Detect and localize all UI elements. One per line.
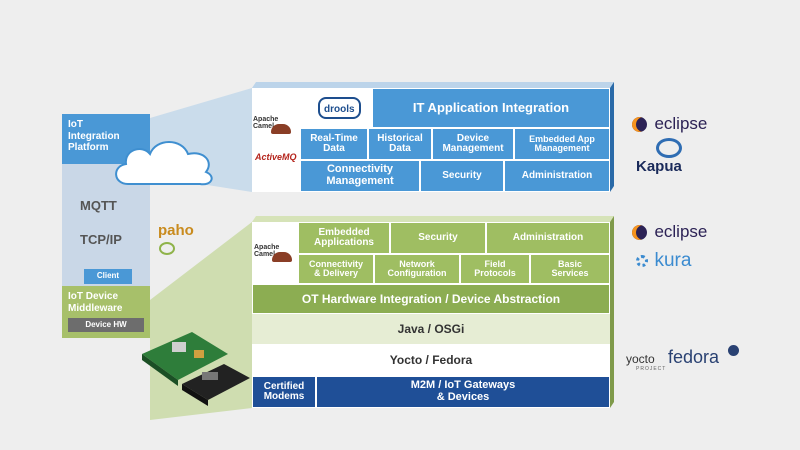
device-camel-icon xyxy=(272,252,292,262)
camel-logo-top: Apache Camel xyxy=(253,116,299,140)
kapua-label: Kapua xyxy=(636,158,682,175)
eclipse-label-bottom: eclipse xyxy=(654,222,708,241)
device-block-side xyxy=(610,216,614,408)
cloud-security: Security xyxy=(420,160,504,192)
device-block-top xyxy=(252,216,614,222)
ot-hardware-integration: OT Hardware Integration / Device Abstrac… xyxy=(252,284,610,314)
device-camel-logo-text: Apache Camel xyxy=(254,244,280,258)
m2m-gateways-devices: M2M / IoT Gateways & Devices xyxy=(316,376,610,408)
yocto-sub-label: PROJECT xyxy=(636,366,667,372)
kura-logo: kura xyxy=(636,250,716,274)
fedora-logo: fedora xyxy=(668,345,748,371)
paho-label: paho xyxy=(158,222,194,239)
eclipse-label-top: eclipse xyxy=(654,114,708,133)
cloud-logo-area xyxy=(252,88,300,192)
eclipse-logo-bottom: eclipse xyxy=(632,222,722,242)
cloud-administration: Administration xyxy=(504,160,610,192)
kura-gear-icon xyxy=(636,255,648,267)
yocto-label: yocto xyxy=(626,352,655,366)
device-boards-image xyxy=(142,332,250,406)
java-osgi-layer: Java / OSGi xyxy=(252,314,610,344)
fedora-label: fedora xyxy=(668,347,720,367)
cloud-block-side xyxy=(610,82,614,192)
middleware-label: IoT Device Middleware xyxy=(68,291,123,314)
kapua-logo: Kapua xyxy=(634,138,714,178)
device-security: Security xyxy=(390,222,486,254)
real-time-data: Real-Time Data xyxy=(300,128,368,160)
connectivity-management: Connectivity Management xyxy=(300,160,420,192)
tcpip-label: TCP/IP xyxy=(80,232,122,247)
connectivity-delivery: Connectivity & Delivery xyxy=(298,254,374,284)
kura-label: kura xyxy=(654,250,692,271)
eclipse-icon-bottom xyxy=(632,224,647,240)
field-protocols: Field Protocols xyxy=(460,254,530,284)
drools-label: drools xyxy=(324,104,355,115)
fedora-icon xyxy=(728,345,739,356)
device-logo-area: Apache Camel xyxy=(252,222,298,284)
drools-logo: drools xyxy=(318,97,361,119)
certified-modems: Certified Modems xyxy=(252,376,316,408)
activemq-logo: ActiveMQ xyxy=(255,152,297,162)
it-application-integration: IT Application Integration xyxy=(372,88,610,128)
middleware-box: IoT Device Middleware Device HW xyxy=(62,286,150,338)
kapua-icon xyxy=(656,138,682,158)
embedded-applications: Embedded Applications xyxy=(298,222,390,254)
mqtt-label: MQTT xyxy=(80,198,117,213)
network-configuration: Network Configuration xyxy=(374,254,460,284)
embedded-app-management: Embedded App Management xyxy=(514,128,610,160)
speech-bubble-icon xyxy=(159,242,175,256)
cloud-block-top xyxy=(252,82,614,88)
camel-icon xyxy=(271,124,291,134)
camel-logo-text: Apache Camel xyxy=(253,116,279,130)
basic-services: Basic Services xyxy=(530,254,610,284)
client-box: Client xyxy=(84,269,132,284)
cloud-icon xyxy=(115,141,213,186)
device-administration: Administration xyxy=(486,222,610,254)
historical-data: Historical Data xyxy=(368,128,432,160)
device-hw-box: Device HW xyxy=(68,318,144,332)
yocto-logo: yocto PROJECT xyxy=(626,352,670,378)
eclipse-icon xyxy=(632,116,647,132)
iot-platform-label: IoT Integration Platform xyxy=(68,119,120,153)
yocto-fedora-layer: Yocto / Fedora xyxy=(252,344,610,376)
device-management: Device Management xyxy=(432,128,514,160)
paho-logo: paho xyxy=(158,222,214,256)
eclipse-logo-top: eclipse xyxy=(632,114,722,134)
